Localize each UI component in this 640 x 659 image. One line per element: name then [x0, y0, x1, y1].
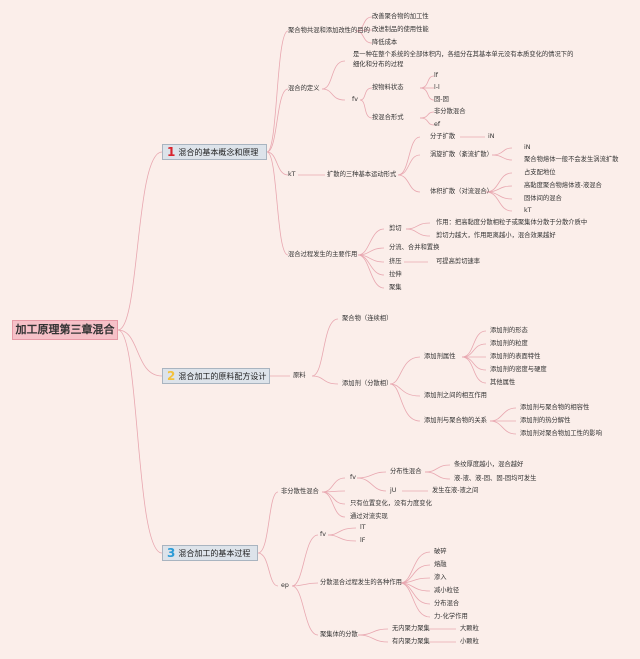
volume-item[interactable]: kT: [524, 207, 532, 214]
volume-item[interactable]: 高黏度聚合物熔体液-液混合: [524, 182, 602, 189]
fv-node[interactable]: fv: [352, 96, 358, 103]
molecular-diffusion-node[interactable]: 分子扩散: [430, 133, 456, 140]
molecular-diffusion-value[interactable]: iN: [488, 133, 495, 140]
dispersive-item[interactable]: 力-化学作用: [434, 613, 468, 620]
kt-node[interactable]: kT: [288, 171, 296, 178]
material-item[interactable]: 固-固: [434, 96, 449, 103]
relation-item[interactable]: 添加剂与聚合物的相容性: [520, 404, 590, 411]
action-node[interactable]: 混合过程发生的主要作用: [288, 251, 358, 258]
dispersive-item[interactable]: 分布混合: [434, 600, 460, 607]
non-dispersive-node[interactable]: 非分散性混合: [281, 488, 319, 495]
cohesion-value[interactable]: 小颗粒: [460, 638, 479, 645]
dispersive-item[interactable]: 熔融: [434, 561, 447, 568]
dispersive-item[interactable]: 渗入: [434, 574, 447, 581]
distributive-node[interactable]: 分布性混合: [390, 468, 422, 475]
definition-text-line[interactable]: 是一种在整个系统的全部体积内，各组分在其基本单元没有本质变化的情况下的: [353, 51, 574, 58]
purpose-item[interactable]: 改进制品的使用性能: [372, 26, 429, 33]
fv2-item[interactable]: lF: [360, 537, 366, 544]
volume-diffusion-node[interactable]: 体积扩散（对流混合）: [430, 188, 493, 195]
purpose-item[interactable]: 降低成本: [372, 39, 398, 46]
fv-node[interactable]: fv: [350, 474, 356, 481]
shear-item[interactable]: 剪切力越大，作用距离越小，混合效果越好: [436, 232, 556, 239]
branch-3-number: 3: [167, 546, 176, 560]
shear-node[interactable]: 剪切: [389, 225, 402, 232]
mix-form-item[interactable]: 非分散混合: [434, 108, 466, 115]
ju-note[interactable]: 发生在液-液之间: [432, 487, 479, 494]
convective-node[interactable]: 通过对流实现: [350, 513, 388, 520]
purpose-item[interactable]: 改善聚合物的加工性: [372, 13, 429, 20]
root-topic[interactable]: 加工原理第三章混合: [12, 320, 118, 340]
ep-node[interactable]: ep: [281, 582, 289, 589]
additive-node[interactable]: 添加剂（分散相）: [342, 380, 393, 387]
turbulent-item[interactable]: iN: [524, 144, 531, 151]
squeeze-note[interactable]: 可提高剪切速率: [436, 258, 481, 265]
no-cohesion-value[interactable]: 大颗粒: [460, 625, 479, 632]
diffusion-node[interactable]: 扩散的三种基本运动形式: [327, 171, 397, 178]
action-item[interactable]: 分流、合并和置换: [389, 244, 440, 251]
action-item[interactable]: 挤压: [389, 258, 402, 265]
mix-form-item[interactable]: ef: [434, 121, 441, 128]
aggregate-dispersion-node[interactable]: 聚集体的分散: [320, 631, 358, 638]
mix-form-node[interactable]: 按混合形式: [372, 114, 404, 121]
additive-prop-item[interactable]: 添加剂的粒度: [490, 340, 528, 347]
branch-1-number: 1: [167, 145, 176, 159]
additive-props-node[interactable]: 添加剂属性: [424, 353, 456, 360]
additive-prop-item[interactable]: 添加剂的密度与硬度: [490, 366, 547, 373]
branch-2-title: 混合加工的原料配方设计: [178, 372, 267, 381]
ju-node[interactable]: jU: [390, 487, 397, 494]
dispersive-item[interactable]: 减小粒径: [434, 587, 460, 594]
material-item[interactable]: l-l: [434, 84, 440, 91]
definition-text-line[interactable]: 细化和分布的过程: [353, 61, 404, 68]
branch-2-number: 2: [167, 369, 176, 383]
definition-node[interactable]: 混合的定义: [288, 85, 320, 92]
turbulent-item[interactable]: 聚合物熔体一般不会发生涡流扩散: [524, 156, 619, 163]
dispersive-item[interactable]: 破碎: [434, 548, 447, 555]
turbulent-diffusion-node[interactable]: 涡旋扩散（紊流扩散）: [430, 151, 493, 158]
distributive-item[interactable]: 条纹厚度越小，混合越好: [454, 461, 524, 468]
interaction-node[interactable]: 添加剂之间的相互作用: [424, 392, 487, 399]
fv2-item[interactable]: lT: [360, 524, 366, 531]
material-state-node[interactable]: 按物料状态: [372, 84, 404, 91]
dispersive-actions-node[interactable]: 分散混合过程发生的各种作用: [320, 579, 402, 586]
material-item[interactable]: lf: [434, 72, 438, 79]
additive-prop-item[interactable]: 其他属性: [490, 379, 516, 386]
polymer-node[interactable]: 聚合物（连续相）: [342, 315, 393, 322]
cohesion-node[interactable]: 有内聚力聚集: [392, 638, 430, 645]
fv-node-2[interactable]: fv: [320, 531, 326, 538]
volume-item[interactable]: 占支配地位: [524, 169, 556, 176]
distributive-item[interactable]: 液-液、液-固、固-固均可发生: [454, 475, 537, 482]
shear-item[interactable]: 作用：把高黏度分散相粒子或聚集体分散于分散介质中: [436, 219, 588, 226]
purpose-node[interactable]: 聚合物共混和添加改性的目的: [288, 27, 370, 34]
position-change-node[interactable]: 只有位置变化，没有力度变化: [350, 500, 432, 507]
action-item[interactable]: 拉伸: [389, 271, 402, 278]
branch-1-title: 混合的基本概念和原理: [178, 148, 259, 157]
relation-node[interactable]: 添加剂与聚合物的关系: [424, 417, 487, 424]
additive-prop-item[interactable]: 添加剂的形态: [490, 327, 528, 334]
volume-item[interactable]: 固体间的混合: [524, 195, 562, 202]
relation-item[interactable]: 添加剂对聚合物加工性的影响: [520, 430, 602, 437]
branch-3-title: 混合加工的基本过程: [178, 549, 251, 558]
additive-prop-item[interactable]: 添加剂的表面特性: [490, 353, 541, 360]
action-item[interactable]: 聚集: [389, 284, 402, 291]
raw-material-node[interactable]: 原料: [293, 372, 306, 379]
relation-item[interactable]: 添加剂的热分解性: [520, 417, 571, 424]
no-cohesion-node[interactable]: 无内聚力聚集: [392, 625, 430, 632]
